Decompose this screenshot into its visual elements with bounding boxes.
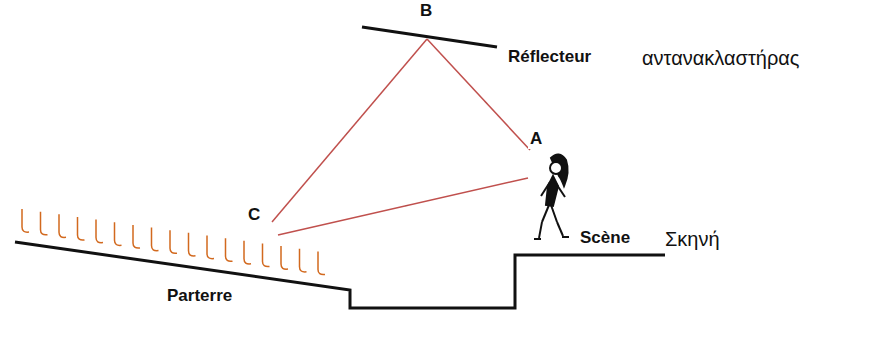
seat <box>244 241 251 264</box>
sound-ray <box>278 178 528 235</box>
seat <box>263 243 270 266</box>
seat <box>22 209 29 232</box>
sound-ray <box>272 39 427 222</box>
seat <box>300 249 307 272</box>
part-label: Parterre <box>165 287 234 306</box>
ray-arrow <box>485 101 487 103</box>
seat <box>96 220 103 243</box>
seat <box>78 217 85 240</box>
translation-label: αντανακλαστήρας <box>640 47 802 69</box>
point-label: B <box>418 2 434 21</box>
reflector-panel <box>362 27 497 47</box>
point-label: C <box>246 206 262 225</box>
floor-profile <box>15 242 665 308</box>
seat <box>189 233 196 256</box>
actress-figure <box>534 154 569 239</box>
translation-label: Σκηνή <box>663 228 722 250</box>
ray-arrow <box>346 132 348 134</box>
seat <box>152 228 159 251</box>
ray-arrow <box>405 205 408 207</box>
seat <box>226 238 233 261</box>
seat <box>207 236 214 259</box>
seat <box>170 230 177 253</box>
seat <box>41 212 48 235</box>
seat <box>59 214 66 237</box>
seat <box>115 222 122 245</box>
seat <box>318 251 325 274</box>
seat <box>281 246 288 269</box>
point-label: A <box>528 130 544 149</box>
part-label: Réflecteur <box>506 48 593 67</box>
part-label: Scène <box>578 229 632 248</box>
seat <box>133 225 140 248</box>
